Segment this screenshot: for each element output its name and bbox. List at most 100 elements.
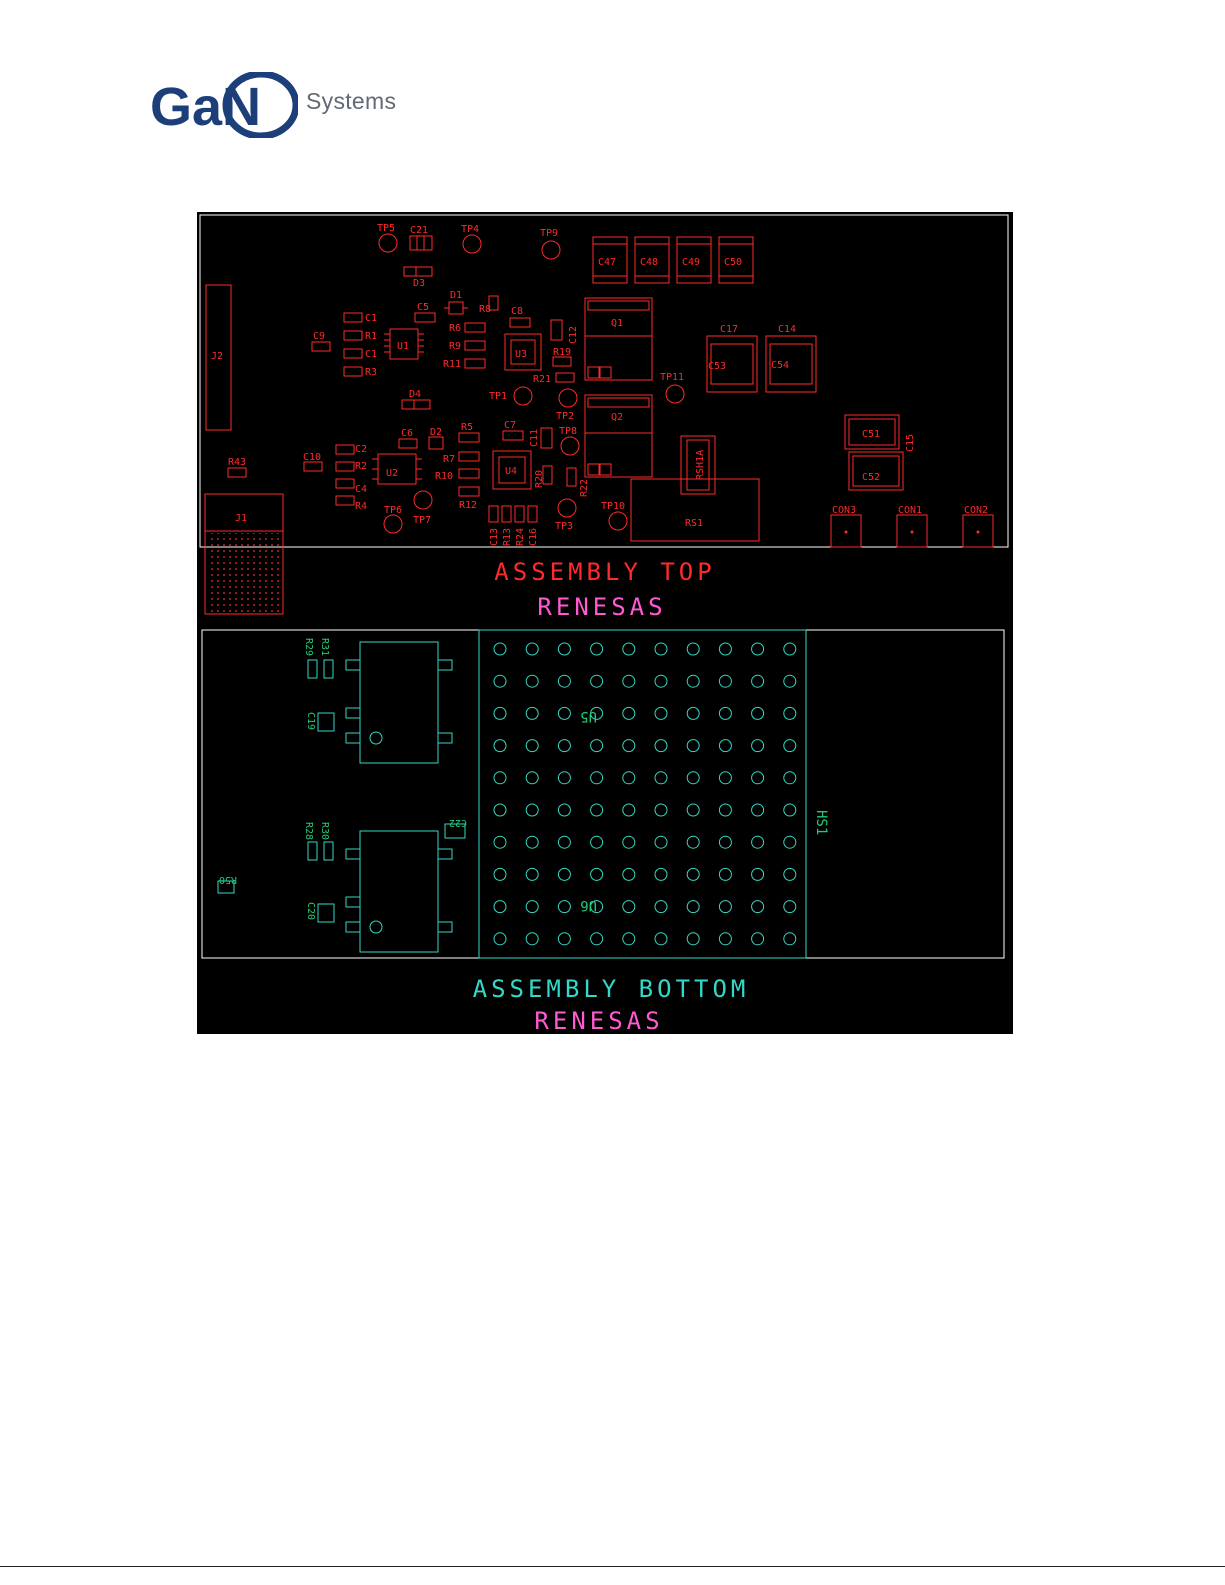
lbl-c4: C4 — [355, 484, 367, 495]
hs1-pin — [783, 835, 797, 849]
c51-body — [844, 414, 900, 450]
lbl-c8: C8 — [511, 306, 523, 317]
lbl-c9: C9 — [313, 331, 325, 342]
hs1-pin — [493, 932, 507, 946]
hs1-pin — [783, 642, 797, 656]
hs1-pin — [525, 706, 539, 720]
lbl-u5: U5 — [580, 708, 597, 724]
con2-body — [962, 514, 994, 548]
lbl-c20: C20 — [305, 902, 316, 920]
hs1-pin — [590, 900, 604, 914]
lbl-r24: R24 — [515, 528, 526, 546]
q2-body — [584, 394, 653, 478]
lbl-u1: U1 — [397, 341, 409, 352]
hs1-pin — [686, 739, 700, 753]
hs1-pin — [557, 674, 571, 688]
hs1-pin — [493, 835, 507, 849]
hs1-pin — [590, 932, 604, 946]
lbl-con3: CON3 — [832, 505, 856, 516]
hs1-pin — [783, 867, 797, 881]
tp9-pad — [541, 240, 561, 260]
hs1-pin — [590, 642, 604, 656]
hs1-pin — [525, 739, 539, 753]
hs1-pin — [686, 674, 700, 688]
lbl-rsh1a: RSH1A — [695, 450, 706, 480]
logo-ring — [222, 72, 298, 138]
lbl-c10: C10 — [303, 452, 321, 463]
lbl-c7: C7 — [504, 420, 516, 431]
lbl-r12: R12 — [459, 500, 477, 511]
hs1-pin — [622, 932, 636, 946]
hs1-pin — [493, 642, 507, 656]
hs1-pin — [525, 642, 539, 656]
lbl-c47: C47 — [598, 257, 616, 268]
hs1-pin — [525, 932, 539, 946]
hs1-pin — [557, 867, 571, 881]
lbl-tp5: TP5 — [377, 223, 395, 234]
lbl-r19: R19 — [553, 347, 571, 358]
lbl-c1b: C1 — [365, 349, 377, 360]
hs1-pin — [686, 771, 700, 785]
hs1-pin — [557, 932, 571, 946]
tp10-pad — [608, 511, 628, 531]
hs1-pin — [525, 867, 539, 881]
hs1-pin — [686, 803, 700, 817]
assembly-drawing: TP5 C21 TP4 TP9 C47 C48 C49 C50 D3 D1 R8… — [197, 212, 1013, 1034]
hs1-pin — [718, 835, 732, 849]
hs1-pin — [686, 835, 700, 849]
hs1-pin — [525, 803, 539, 817]
hs1-pin — [525, 771, 539, 785]
hs1-pin — [718, 674, 732, 688]
hs1-pin — [622, 642, 636, 656]
hs1-pin — [557, 803, 571, 817]
lbl-r11: R11 — [443, 359, 461, 370]
hs1-pin — [783, 900, 797, 914]
hs1-pin — [654, 803, 668, 817]
c54-body — [765, 335, 817, 393]
u4-body — [492, 450, 532, 490]
hs1-pin — [783, 739, 797, 753]
lbl-tp6: TP6 — [384, 505, 402, 516]
hs1-pin — [622, 867, 636, 881]
tp1-pad — [513, 386, 533, 406]
lbl-c48: C48 — [640, 257, 658, 268]
logo-letters: GaN — [150, 77, 261, 137]
lbl-r21: R21 — [533, 374, 551, 385]
c50-body — [718, 236, 754, 284]
c53-body — [706, 335, 758, 393]
hs1-pin — [751, 932, 765, 946]
top-components — [204, 233, 994, 615]
rs1-body — [630, 478, 760, 542]
hs1-pin — [783, 706, 797, 720]
hs1-pin — [622, 739, 636, 753]
lbl-r13: R13 — [502, 528, 513, 546]
assembly-top-title: ASSEMBLY TOP — [494, 558, 715, 586]
hs1-pin — [557, 706, 571, 720]
lbl-c16: C16 — [528, 528, 539, 546]
hs1-pin — [718, 739, 732, 753]
hs1-pin — [654, 706, 668, 720]
lbl-r2: R2 — [355, 461, 367, 472]
u3-body — [504, 333, 542, 371]
hs1-pin — [590, 674, 604, 688]
tp2-pad — [558, 388, 578, 408]
lbl-c54: C54 — [771, 360, 789, 371]
lbl-con1: CON1 — [898, 505, 922, 516]
hs1-pin — [718, 771, 732, 785]
hs1-pin — [751, 771, 765, 785]
hs1-pin — [590, 867, 604, 881]
hs1-pin — [493, 706, 507, 720]
lbl-d4: D4 — [409, 389, 421, 400]
tp5-pad — [378, 233, 398, 253]
lbl-r20: R20 — [534, 470, 545, 488]
hs1-pin — [718, 900, 732, 914]
tp6-pad — [383, 514, 403, 534]
hs1-pin — [783, 674, 797, 688]
hs1-pin — [654, 900, 668, 914]
lbl-tp1: TP1 — [489, 391, 507, 402]
lbl-c53: C53 — [708, 361, 726, 372]
tp8-pad — [560, 436, 580, 456]
lbl-r10: R10 — [435, 471, 453, 482]
bottom-board-outline — [201, 629, 1005, 959]
hs1-pin — [590, 739, 604, 753]
